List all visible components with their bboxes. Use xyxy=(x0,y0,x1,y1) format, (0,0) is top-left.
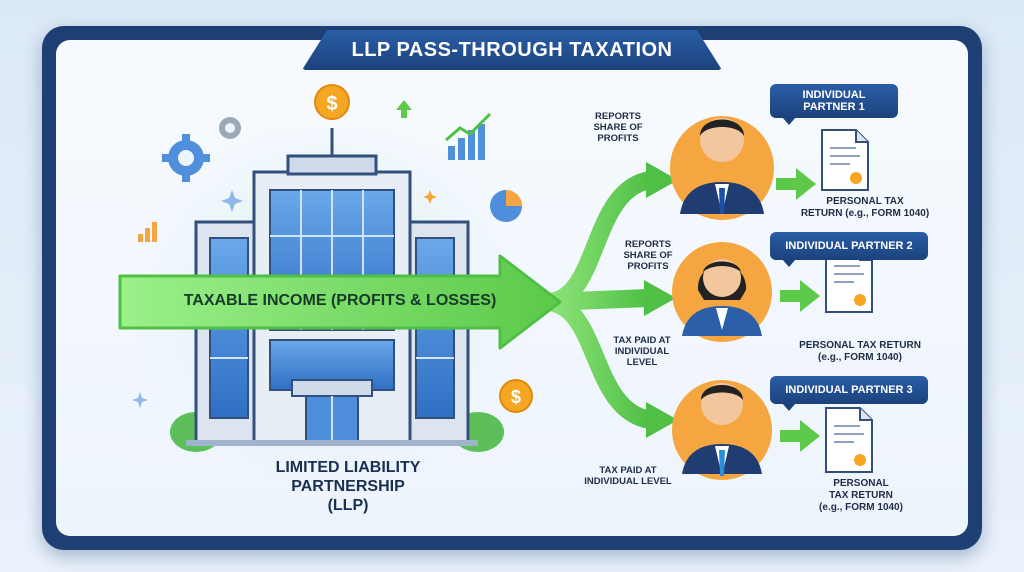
return-arrows xyxy=(776,168,820,452)
flow-label-line: TAX PAID AT xyxy=(613,335,671,346)
tax-return-document-icon-1 xyxy=(821,129,869,191)
flow-label-reports-1: REPORTS SHARE OF PROFITS xyxy=(586,111,650,145)
gear-icon xyxy=(162,134,210,182)
partner-2-avatar xyxy=(672,242,772,342)
small-bar-chart-icon xyxy=(138,222,157,242)
llp-name-line-3: (LLP) xyxy=(327,497,369,515)
title-banner: LLP PASS-THROUGH TAXATION xyxy=(302,30,722,70)
return-label-line: TAX RETURN xyxy=(829,490,893,501)
taxable-income-label: TAXABLE INCOME (PROFITS & LOSSES) xyxy=(183,292,497,309)
partner-2-tag: INDIVIDUAL PARTNER 2 xyxy=(770,232,928,267)
up-arrow-icon xyxy=(396,100,412,118)
flow-label-line: PROFITS xyxy=(627,260,669,272)
dollar-symbol-top: $ xyxy=(326,93,337,115)
return-label-line: (e.g., FORM 1040) xyxy=(818,352,902,363)
sparkle-icon xyxy=(132,190,437,408)
dollar-symbol-lower: $ xyxy=(511,387,521,407)
flow-label-tax-paid-3: TAX PAID AT INDIVIDUAL LEVEL xyxy=(576,465,680,488)
flow-arrows xyxy=(539,171,659,429)
flow-label-line: TAX PAID AT xyxy=(599,465,657,476)
tax-return-document-icon-3 xyxy=(825,407,873,473)
taxable-income-arrow xyxy=(118,254,562,350)
dollar-coin-icon-lower: $ xyxy=(499,379,533,413)
flow-label-tax-paid-2: TAX PAID AT INDIVIDUAL LEVEL xyxy=(606,335,678,369)
flow-label-line: LEVEL xyxy=(626,356,658,368)
partner-1-return-label: PERSONAL TAX RETURN (e.g., FORM 1040) xyxy=(800,196,930,220)
flow-label-line: SHARE OF xyxy=(623,249,673,261)
partner-1-avatar xyxy=(670,116,774,220)
flow-label-reports-2: REPORTS SHARE OF PROFITS xyxy=(616,239,680,273)
small-gear-icon xyxy=(219,117,241,139)
return-label-line: PERSONAL TAX RETURN xyxy=(799,340,921,351)
bar-chart-icon xyxy=(445,112,492,160)
partner-tag-line: PARTNER 1 xyxy=(803,101,865,113)
partner-1-tag: INDIVIDUAL PARTNER 1 xyxy=(770,84,898,125)
return-label-line: PERSONAL xyxy=(833,478,889,489)
flow-label-line: REPORTS xyxy=(625,239,671,250)
flow-label-line: SHARE OF xyxy=(593,121,643,133)
flow-arrowhead-2 xyxy=(644,280,676,316)
dollar-coin-icon: $ xyxy=(314,84,350,120)
partner-2-return-label: PERSONAL TAX RETURN (e.g., FORM 1040) xyxy=(790,340,930,364)
diagram-title: LLP PASS-THROUGH TAXATION xyxy=(351,38,673,61)
flow-arrow-to-partner-3 xyxy=(539,293,659,429)
return-label-line: PERSONAL TAX xyxy=(826,196,904,207)
llp-name: LIMITED LIABILITY PARTNERSHIP (LLP) xyxy=(228,458,468,516)
flow-arrowhead-1 xyxy=(646,162,678,198)
flow-label-line: REPORTS xyxy=(595,111,641,122)
llp-name-line-2: PARTNERSHIP xyxy=(291,478,405,496)
flow-label-line: INDIVIDUAL xyxy=(614,345,670,357)
partner-3-avatar xyxy=(672,380,772,480)
partner-3-tag: INDIVIDUAL PARTNER 3 xyxy=(770,376,928,411)
llp-name-line-1: LIMITED LIABILITY xyxy=(275,459,421,476)
return-label-line: (e.g., FORM 1040) xyxy=(819,502,903,513)
flow-label-line: INDIVIDUAL LEVEL xyxy=(584,475,672,487)
partner-3-return-label: PERSONAL TAX RETURN (e.g., FORM 1040) xyxy=(796,478,926,514)
pie-chart-icon xyxy=(490,190,522,222)
partner-tag-line: INDIVIDUAL PARTNER 2 xyxy=(785,239,913,252)
return-label-line: RETURN (e.g., FORM 1040) xyxy=(800,208,930,219)
flow-label-line: PROFITS xyxy=(597,132,639,144)
partner-tag-line: INDIVIDUAL PARTNER 3 xyxy=(785,383,913,396)
partner-tag-line: INDIVIDUAL xyxy=(802,88,866,101)
flow-arrowhead-3 xyxy=(646,402,678,438)
